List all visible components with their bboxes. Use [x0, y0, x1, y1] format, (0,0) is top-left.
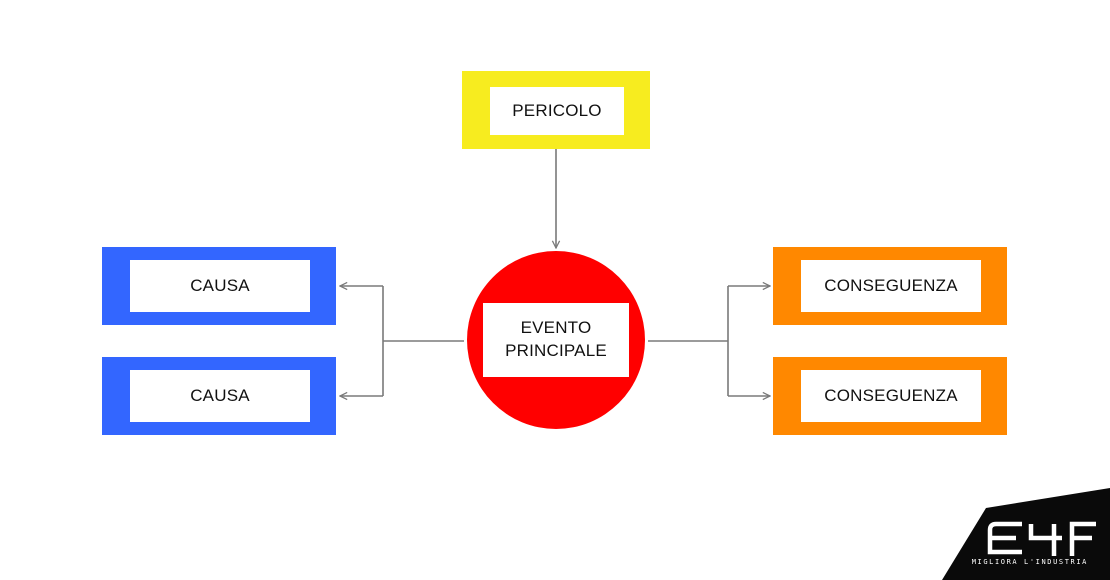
top-event-label: EVENTO PRINCIPALE: [483, 303, 629, 377]
consequence-label: CONSEGUENZA: [801, 260, 981, 312]
cause-label: CAUSA: [130, 260, 310, 312]
cause-box: CAUSA: [102, 247, 336, 325]
cause-box: CAUSA: [102, 357, 336, 435]
consequence-label: CONSEGUENZA: [801, 370, 981, 422]
hazard-box: PERICOLO: [462, 71, 650, 149]
hazard-label: PERICOLO: [490, 87, 624, 135]
consequence-box: CONSEGUENZA: [773, 247, 1007, 325]
cause-label: CAUSA: [130, 370, 310, 422]
top-event-circle: EVENTO PRINCIPALE: [467, 251, 645, 429]
consequence-box: CONSEGUENZA: [773, 357, 1007, 435]
